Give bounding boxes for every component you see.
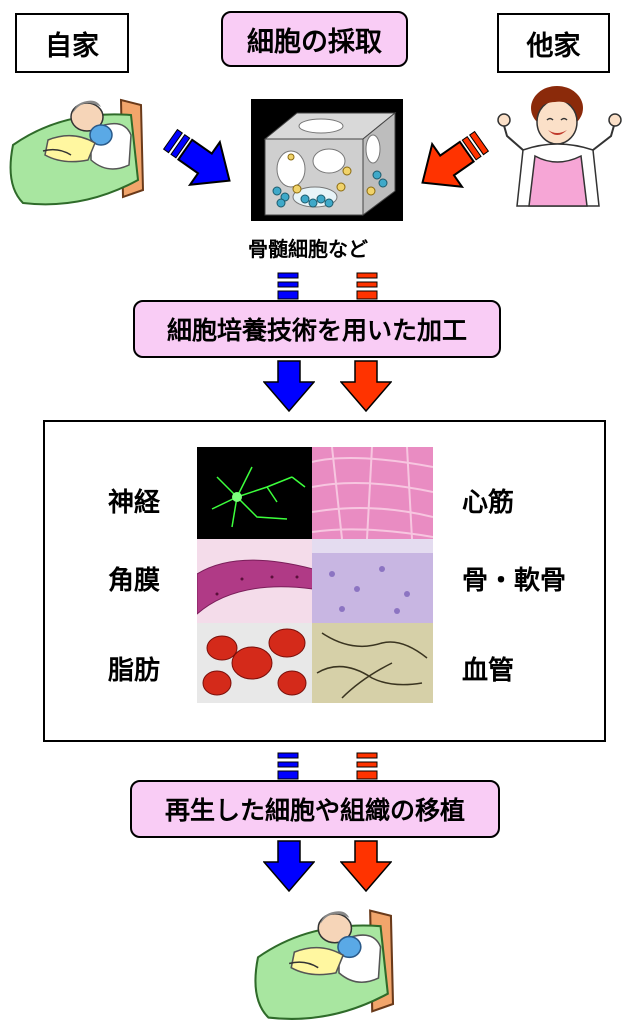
nerve-micrograph: [197, 447, 313, 539]
cell-harvest-step: 細胞の採取: [221, 11, 408, 67]
cell-culture-label: 細胞培養技術を用いた加工: [166, 316, 467, 345]
blue-down-arrow-2: [263, 840, 315, 892]
red-arrow-stub-2: [356, 752, 378, 780]
allogeneic-label: 他家: [526, 30, 581, 62]
tissue-label-bone-cartilage: 骨・軟骨: [462, 566, 567, 596]
cell-culture-step: 細胞培養技術を用いた加工: [133, 300, 501, 358]
autologous-box: 自家: [15, 13, 129, 73]
blood-vessel-micrograph: [312, 623, 433, 703]
blue-down-arrow-1: [263, 360, 315, 412]
cardiac-muscle-micrograph: [312, 447, 433, 539]
bone-cartilage-micrograph: [312, 539, 433, 623]
tissue-label-nerve: 神経: [108, 488, 161, 518]
cornea-micrograph: [197, 539, 313, 623]
transplant-label: 再生した細胞や組織の移植: [164, 796, 465, 825]
recovered-patient-icon: [238, 895, 413, 1030]
blue-diagonal-arrow: [160, 120, 240, 200]
red-arrow-stub-1: [356, 272, 378, 300]
cell-harvest-label: 細胞の採取: [247, 26, 382, 58]
bone-marrow-block-icon: [251, 99, 403, 221]
tissue-label-fat: 脂肪: [108, 656, 161, 686]
blue-arrow-stub-1: [277, 272, 299, 300]
red-down-arrow-2: [340, 840, 392, 892]
tissue-label-blood-vessel: 血管: [462, 656, 515, 686]
doctor-icon: [495, 78, 625, 208]
tissue-label-cornea: 角膜: [108, 566, 161, 596]
allogeneic-box: 他家: [497, 13, 610, 73]
fat-micrograph: [197, 623, 313, 703]
cell-caption: 骨髄細胞など: [248, 237, 368, 261]
blue-arrow-stub-2: [277, 752, 299, 780]
red-diagonal-arrow: [412, 122, 492, 202]
autologous-label: 自家: [45, 30, 99, 62]
transplant-step: 再生した細胞や組織の移植: [130, 780, 500, 838]
red-down-arrow-1: [340, 360, 392, 412]
patient-in-bed-icon: [3, 85, 153, 215]
tissue-label-cardiac-muscle: 心筋: [462, 488, 515, 518]
